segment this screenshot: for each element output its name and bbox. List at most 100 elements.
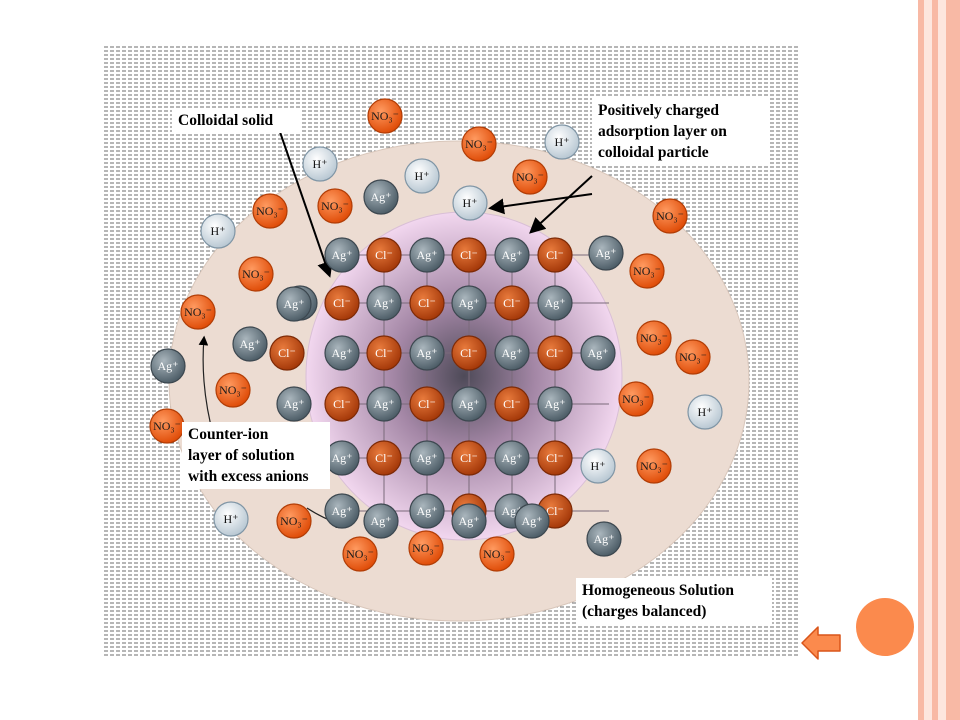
ion-h-circle — [580, 448, 616, 484]
ion-cl-label: Cl⁻ — [418, 296, 436, 310]
arrow-colloidal-solid — [279, 131, 333, 278]
ion-ag-circle — [586, 521, 622, 557]
ion-ag: Ag⁺ — [588, 235, 624, 271]
callout-homogeneous-line2: (charges balanced) — [582, 603, 707, 620]
ion-no3: NO₃⁻ — [512, 159, 548, 195]
ion-h-label: H⁺ — [555, 135, 570, 149]
ion-no3-label: NO₃⁻ — [633, 264, 661, 278]
ion-ag-label: Ag⁺ — [522, 514, 543, 528]
ion-ag-label: Ag⁺ — [459, 397, 480, 411]
ion-ag-label: Ag⁺ — [459, 514, 480, 528]
slide-frame-border — [918, 0, 960, 720]
ion-ag-circle — [588, 235, 624, 271]
ion-no3-label: NO₃⁻ — [516, 170, 544, 184]
ion-cl-label: Cl⁻ — [503, 296, 521, 310]
ion-cl-label: Cl⁻ — [546, 248, 564, 262]
ion-no3: NO₃⁻ — [276, 503, 312, 539]
ion-cl: Cl⁻ — [537, 237, 573, 273]
ion-ag-circle — [276, 386, 312, 422]
ion-no3-label: NO₃⁻ — [242, 267, 270, 281]
ion-no3-label: NO₃⁻ — [679, 350, 707, 364]
ion-cl: Cl⁻ — [537, 440, 573, 476]
ion-cl-circle — [537, 440, 573, 476]
ion-cl-circle — [409, 386, 445, 422]
ion-cl: Cl⁻ — [366, 335, 402, 371]
ion-ag-circle — [324, 335, 360, 371]
ion-ag-circle — [537, 386, 573, 422]
ion-ag-label: Ag⁺ — [332, 346, 353, 360]
ion-h: H⁺ — [580, 448, 616, 484]
ion-ag-label: Ag⁺ — [371, 190, 392, 204]
left-arrow-icon[interactable] — [800, 622, 842, 664]
ion-cl-circle — [494, 285, 530, 321]
ion-no3-circle — [215, 372, 251, 408]
ion-cl-label: Cl⁻ — [460, 346, 478, 360]
ion-cl-label: Cl⁻ — [546, 451, 564, 465]
ion-cl-label: Cl⁻ — [460, 248, 478, 262]
callout-homogeneous-line1: Homogeneous Solution — [582, 582, 735, 599]
ion-cl-label: Cl⁻ — [546, 346, 564, 360]
ion-cl-circle — [451, 237, 487, 273]
ion-cl: Cl⁻ — [451, 440, 487, 476]
ion-ag-label: Ag⁺ — [459, 296, 480, 310]
ion-ag-circle — [409, 493, 445, 529]
ion-cl-circle — [366, 335, 402, 371]
ion-no3-circle — [618, 381, 654, 417]
ion-h-circle — [544, 124, 580, 160]
ion-ag: Ag⁺ — [324, 493, 360, 529]
ion-cl-label: Cl⁻ — [460, 451, 478, 465]
ion-cl: Cl⁻ — [409, 285, 445, 321]
ion-h-circle — [404, 158, 440, 194]
ion-ag-circle — [409, 237, 445, 273]
ion-no3-label: NO₃⁻ — [483, 547, 511, 561]
ion-cl: Cl⁻ — [494, 285, 530, 321]
orange-circle-icon[interactable] — [856, 598, 914, 656]
ion-no3-circle — [636, 320, 672, 356]
ion-cl: Cl⁻ — [366, 440, 402, 476]
ion-h-label: H⁺ — [698, 405, 713, 419]
ion-no3: NO₃⁻ — [629, 253, 665, 289]
ion-no3-label: NO₃⁻ — [622, 392, 650, 406]
ion-ag-label: Ag⁺ — [502, 248, 523, 262]
ion-ag: Ag⁺ — [451, 503, 487, 539]
ion-cl: Cl⁻ — [494, 386, 530, 422]
ion-ag: Ag⁺ — [409, 237, 445, 273]
ion-no3-label: NO₃⁻ — [321, 199, 349, 213]
ion-ag-circle — [276, 286, 312, 322]
ion-ag: Ag⁺ — [324, 440, 360, 476]
ion-no3: NO₃⁻ — [636, 448, 672, 484]
ion-ag-circle — [514, 503, 550, 539]
ion-ag-circle — [150, 348, 186, 384]
ion-no3-circle — [367, 98, 403, 134]
callout-adsorption-line3: colloidal particle — [598, 144, 709, 161]
ion-cl-label: Cl⁻ — [333, 296, 351, 310]
ion-cl-circle — [366, 237, 402, 273]
arrow-adsorption-2 — [529, 175, 593, 234]
ion-cl-circle — [324, 285, 360, 321]
ion-h-label: H⁺ — [313, 157, 328, 171]
ion-no3: NO₃⁻ — [180, 294, 216, 330]
ion-no3-circle — [238, 256, 274, 292]
ion-cl-label: Cl⁻ — [418, 397, 436, 411]
ion-ag: Ag⁺ — [537, 285, 573, 321]
ion-no3-circle — [652, 198, 688, 234]
ion-h: H⁺ — [404, 158, 440, 194]
ion-no3-circle — [629, 253, 665, 289]
ion-ag: Ag⁺ — [494, 335, 530, 371]
callout-counter-ion-line1: Counter-ion — [188, 426, 269, 443]
ion-ag-circle — [409, 335, 445, 371]
ion-no3: NO₃⁻ — [252, 193, 288, 229]
ion-ag-circle — [363, 179, 399, 215]
ion-h: H⁺ — [687, 394, 723, 430]
ion-ag: Ag⁺ — [363, 179, 399, 215]
ion-no3: NO₃⁻ — [342, 536, 378, 572]
ion-cl-label: Cl⁻ — [375, 451, 393, 465]
ion-h-circle — [200, 213, 236, 249]
ion-ag-label: Ag⁺ — [596, 246, 617, 260]
ion-h-label: H⁺ — [591, 459, 606, 473]
ion-ag: Ag⁺ — [324, 237, 360, 273]
callout-counter-ion-layer: Counter-ion layer of solution with exces… — [182, 422, 330, 489]
ion-no3-label: NO₃⁻ — [346, 547, 374, 561]
ion-cl: Cl⁻ — [366, 237, 402, 273]
ion-ag: Ag⁺ — [586, 521, 622, 557]
